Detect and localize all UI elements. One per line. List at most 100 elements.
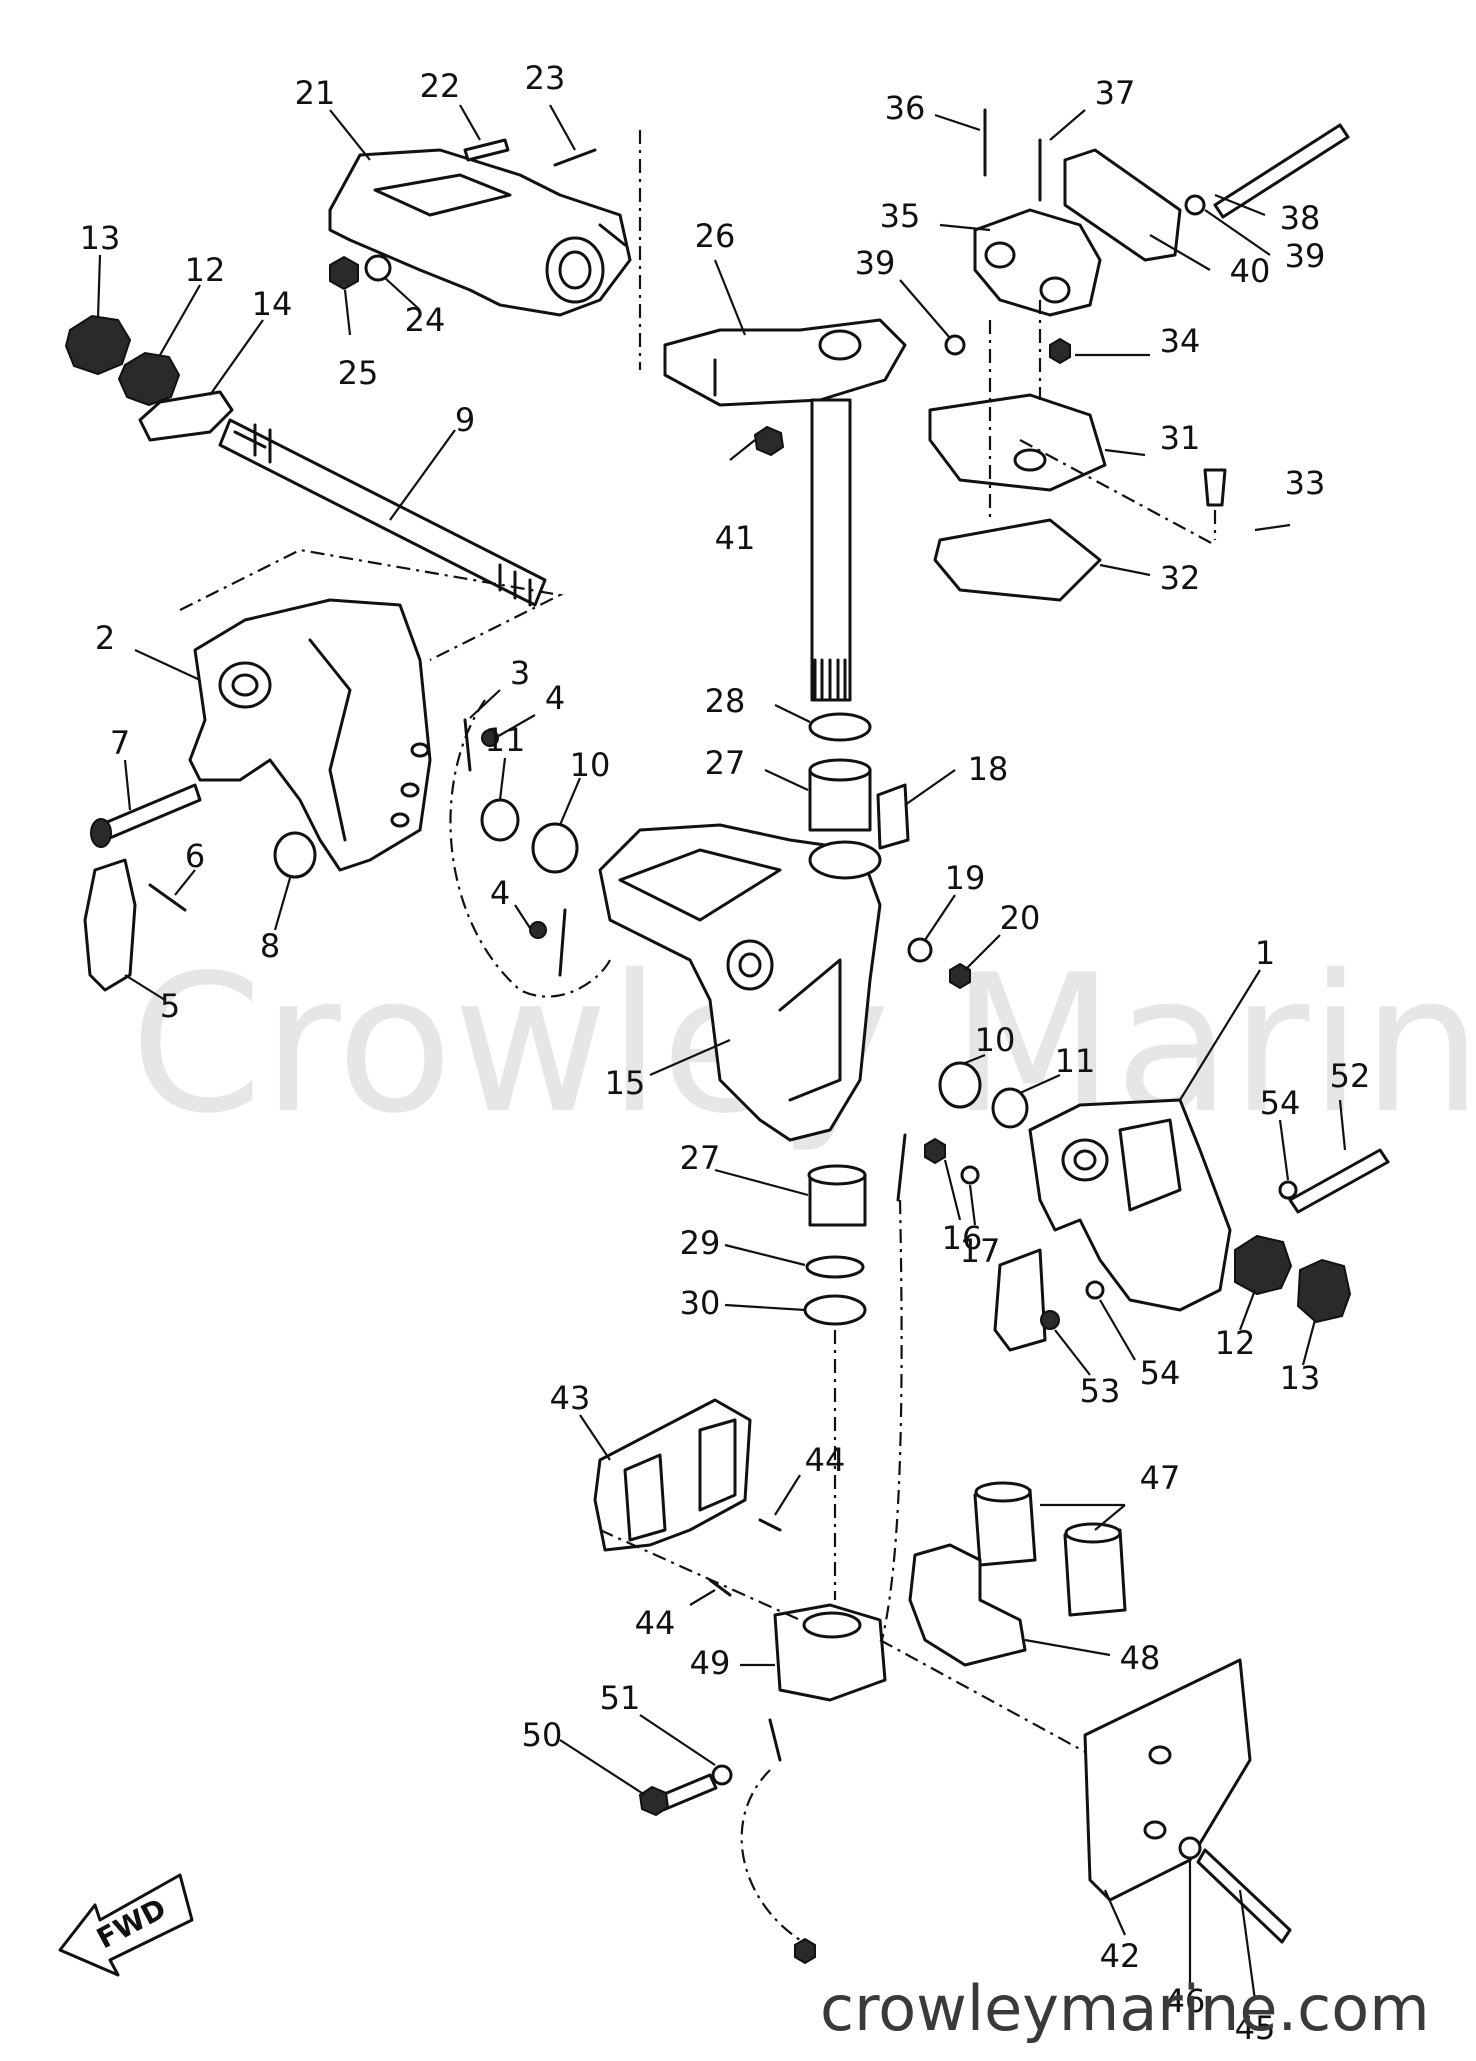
callout-7: 7 <box>110 724 130 762</box>
part-45-bolt <box>1196 1848 1292 1944</box>
callout-16: 16 <box>942 1219 983 1257</box>
part-54-washer-lower <box>1085 1280 1105 1300</box>
part-52-bolt <box>1288 1148 1390 1214</box>
part-4-bolt-lower <box>529 921 547 939</box>
callout-39-left: 39 <box>855 244 896 282</box>
part-27-bushing-lower-top <box>807 1164 867 1186</box>
callout-10-right: 10 <box>975 1021 1016 1059</box>
callout-10-left: 10 <box>570 746 611 784</box>
callout-11-left: 11 <box>485 721 526 759</box>
part-31-plate <box>928 393 1107 492</box>
dash-31-33 <box>1019 439 1216 546</box>
part-12-nut <box>117 351 181 407</box>
part-3-anode-strap <box>463 718 472 772</box>
part-17-cap <box>960 1165 980 1185</box>
callout-3: 3 <box>510 654 530 692</box>
callout-32: 32 <box>1160 559 1201 597</box>
callout-13-right: 13 <box>1280 1359 1321 1397</box>
callout-34: 34 <box>1160 322 1201 360</box>
part-13-cap-nut <box>64 314 132 376</box>
callout-26: 26 <box>695 217 736 255</box>
part-49-block <box>773 1603 887 1702</box>
part-46-washer <box>1178 1836 1202 1860</box>
part-18-pad <box>876 783 910 850</box>
part-39-washer-left <box>944 334 966 356</box>
callout-27-lower: 27 <box>680 1139 721 1177</box>
callout-49: 49 <box>690 1644 731 1682</box>
part-7-bolt <box>98 783 202 842</box>
callout-47: 47 <box>1140 1459 1181 1497</box>
callout-9: 9 <box>455 401 475 439</box>
callout-24: 24 <box>405 301 446 339</box>
callout-33: 33 <box>1285 464 1326 502</box>
callout-41: 41 <box>715 519 756 557</box>
callout-45: 45 <box>1235 2009 1276 2047</box>
callout-53: 53 <box>1080 1372 1121 1410</box>
callout-51: 51 <box>600 1679 641 1717</box>
callout-12-right: 12 <box>1215 1324 1256 1362</box>
part-48-bracket <box>908 1543 1027 1667</box>
part-42-mount-plate <box>1083 1658 1252 1902</box>
part-33-pin <box>1203 468 1227 507</box>
dash-43-49 <box>599 1528 801 1622</box>
dash-loop-bottom <box>740 1769 801 1941</box>
callout-44-upper: 44 <box>805 1441 846 1479</box>
callout-5: 5 <box>160 987 180 1025</box>
part-10-bushing-left <box>531 822 579 874</box>
callout-2: 2 <box>95 619 115 657</box>
callout-46: 46 <box>1165 1982 1206 2020</box>
part-41-nut <box>753 425 785 457</box>
callout-21: 21 <box>295 74 336 112</box>
part-strap-lower <box>768 1718 782 1762</box>
callout-28: 28 <box>705 682 746 720</box>
part-35-clamp <box>973 208 1102 317</box>
part-13-cap-nut-right <box>1296 1258 1352 1324</box>
callout-48: 48 <box>1120 1639 1161 1677</box>
callout-20: 20 <box>1000 899 1041 937</box>
part-53-nut <box>1040 1310 1060 1330</box>
part-3-strap-lower <box>558 908 567 977</box>
footer-site-text: crowleymarine.com <box>820 1972 1430 2045</box>
callout-12-left: 12 <box>185 251 226 289</box>
part-11-washer-right <box>991 1087 1029 1129</box>
callout-44-lower: 44 <box>635 1604 676 1642</box>
callout-4-upper: 4 <box>545 679 565 717</box>
callout-54-lower: 54 <box>1140 1354 1181 1392</box>
callout-29: 29 <box>680 1224 721 1262</box>
part-22-plate <box>463 138 510 162</box>
part-27-bushing-top <box>808 758 872 782</box>
part-6-pin <box>148 883 187 912</box>
fwd-arrow-icon: FWD <box>58 1873 194 1977</box>
callout-18: 18 <box>968 750 1009 788</box>
callout-17: 17 <box>960 1232 1001 1270</box>
part-25-nut <box>329 255 359 291</box>
part-32-plate <box>933 518 1102 602</box>
part-29-oring <box>805 1255 865 1279</box>
callout-4-lower: 4 <box>490 874 510 912</box>
part-34-bolt <box>1049 337 1071 365</box>
callout-30: 30 <box>680 1284 721 1322</box>
part-43-mount <box>593 1398 752 1552</box>
leader-lines <box>96 104 1347 2001</box>
bolt-bottom <box>794 1937 816 1965</box>
part-12-nut-right <box>1234 1234 1293 1296</box>
callout-42: 42 <box>1100 1937 1141 1975</box>
callout-43: 43 <box>550 1379 591 1417</box>
part-28-washer <box>808 712 872 742</box>
part-8-bushing <box>273 831 317 879</box>
strap-right <box>896 1133 907 1202</box>
callout-23: 23 <box>525 59 566 97</box>
part-47-rubber-left-top <box>974 1481 1032 1503</box>
callout-52: 52 <box>1330 1057 1371 1095</box>
part-50-head <box>638 1785 670 1817</box>
part-4-bolt-upper <box>481 729 499 747</box>
part-54-washer-upper <box>1278 1180 1298 1200</box>
part-10-bushing-right <box>938 1061 982 1109</box>
callout-labels: 1 2 3 4 4 5 6 7 8 9 10 10 11 11 12 12 13… <box>80 59 1371 2047</box>
callout-8: 8 <box>260 927 280 965</box>
part-40-plate <box>1063 148 1182 262</box>
dash-loop-left <box>449 699 611 998</box>
callout-39-right: 39 <box>1285 237 1326 275</box>
callout-36: 36 <box>885 89 926 127</box>
